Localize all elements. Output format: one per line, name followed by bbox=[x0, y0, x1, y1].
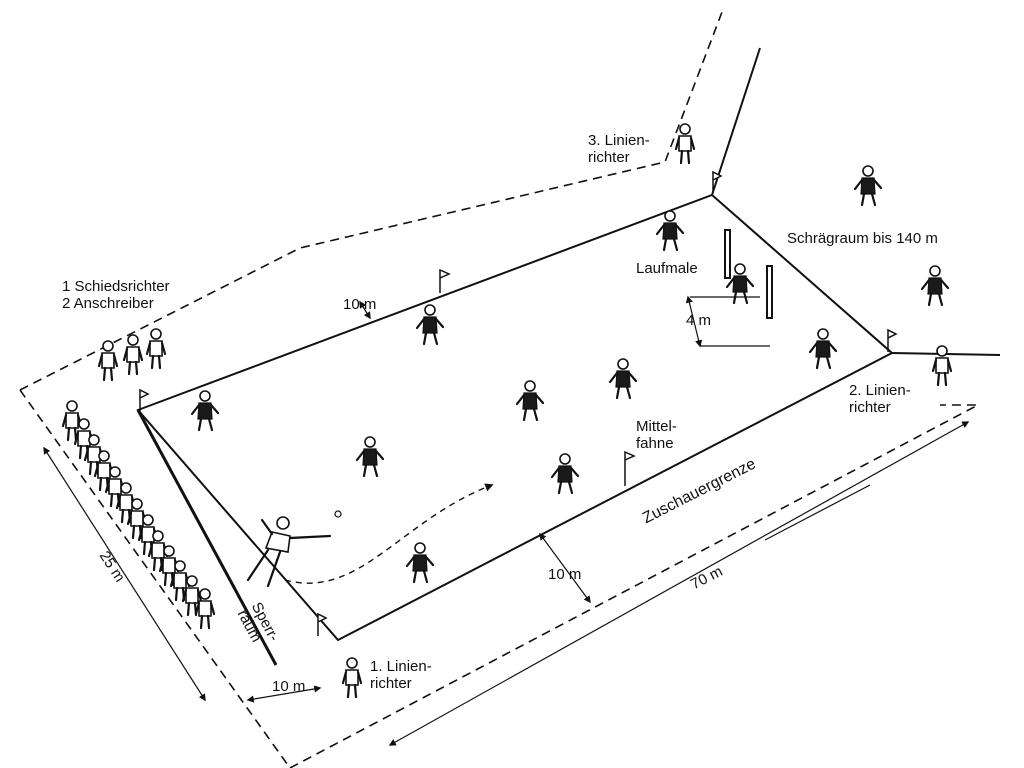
label-scorer: 2 Anschreiber bbox=[62, 295, 170, 312]
label-referee-scorer: 1 Schiedsrichter 2 Anschreiber bbox=[62, 278, 170, 312]
label-dist-10m-top: 10 m bbox=[343, 296, 376, 313]
label-line-judge-1: 1. Linien- richter bbox=[370, 658, 432, 692]
label-center-flag: Mittel- fahne bbox=[636, 418, 677, 452]
label-slant-zone: Schrägraum bis 140 m bbox=[787, 230, 938, 247]
label-dist-4m: 4 m bbox=[686, 312, 711, 329]
throw-trajectory bbox=[285, 485, 492, 583]
label-line-judge-3: 3. Linien- richter bbox=[588, 132, 650, 166]
run-marks-posts bbox=[725, 230, 772, 318]
label-dist-10m-left: 10 m bbox=[272, 678, 305, 695]
label-referee: 1 Schiedsrichter bbox=[62, 278, 170, 295]
label-line-judge-1-line2: richter bbox=[370, 675, 432, 692]
label-line-judge-3-line1: 3. Linien- bbox=[588, 132, 650, 149]
label-run-marks: Laufmale bbox=[636, 260, 698, 277]
waiting-team bbox=[63, 401, 214, 628]
label-line-judge-2: 2. Linien- richter bbox=[849, 382, 911, 416]
label-line-judge-2-line1: 2. Linien- bbox=[849, 382, 911, 399]
spectator-boundary bbox=[20, 12, 978, 768]
label-center-flag-line1: Mittel- bbox=[636, 418, 677, 435]
label-line-judge-2-line2: richter bbox=[849, 399, 911, 416]
label-line-judge-3-line2: richter bbox=[588, 149, 650, 166]
label-dist-10m-bottom: 10 m bbox=[548, 566, 581, 583]
label-center-flag-line2: fahne bbox=[636, 435, 677, 452]
label-line-judge-1-line1: 1. Linien- bbox=[370, 658, 432, 675]
